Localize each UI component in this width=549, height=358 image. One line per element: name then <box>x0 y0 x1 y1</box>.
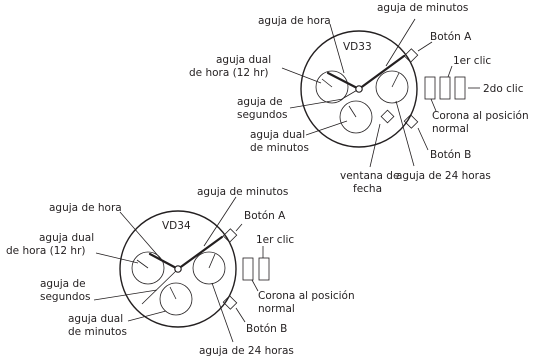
model-label-vd33: VD33 <box>343 41 372 53</box>
subdial-24hr-vd34 <box>192 251 226 285</box>
label-seconds-1-vd34: aguja de <box>40 278 86 290</box>
label-1st-click-vd34: 1er clic <box>256 234 294 246</box>
label-seconds-2-vd34: segundos <box>40 291 90 303</box>
label-minute-hand-vd34: aguja de minutos <box>197 186 288 198</box>
crown-normal-vd34 <box>242 257 254 281</box>
minute-hand-vd34 <box>176 235 224 271</box>
label-button-b-vd34: Botón B <box>246 323 287 335</box>
subdial-24hr-vd33 <box>375 70 409 104</box>
hour-hand-vd33 <box>326 71 361 91</box>
label-1st-click-vd33: 1er clic <box>453 55 491 67</box>
label-hour-hand-vd33: aguja de hora <box>258 15 331 27</box>
hour-hand-vd34 <box>148 252 180 271</box>
button-a-vd34 <box>222 228 238 243</box>
watch-vd34: VD34 aguja de hora aguja de minutos ag <box>6 186 355 357</box>
hand-24h-vd34 <box>208 253 216 269</box>
label-crown-2-vd34: normal <box>258 303 295 315</box>
dual-minute-hand-vd33 <box>348 105 357 118</box>
label-date-1-vd33: ventana de <box>340 170 399 182</box>
subdial-12hr-vd34 <box>131 251 165 285</box>
crown-1st-click-vd33 <box>439 76 451 100</box>
label-seconds-1-vd33: aguja de <box>237 96 283 108</box>
button-b-vd34 <box>222 295 238 310</box>
dual-hour-hand-vd34 <box>136 259 149 269</box>
label-dual-min-1-vd33: aguja dual <box>250 129 305 141</box>
center-pin-vd34 <box>174 265 182 273</box>
button-b-vd33 <box>403 114 419 129</box>
dual-minute-hand-vd34 <box>169 286 177 300</box>
date-window-vd33 <box>380 109 395 124</box>
watch-case-vd34 <box>119 210 237 328</box>
button-a-vd33 <box>403 48 419 63</box>
label-24h-vd33: aguja de 24 horas <box>396 170 491 182</box>
label-dual-hour-1-vd33: aguja dual <box>216 54 271 66</box>
center-pin-vd33 <box>355 85 363 93</box>
crown-2nd-click-vd33 <box>454 76 466 100</box>
watch-case-vd33 <box>300 30 418 148</box>
label-date-2-vd33: fecha <box>353 183 382 195</box>
label-crown-1-vd34: Corona al posición <box>258 290 355 302</box>
crown-normal-vd33 <box>424 76 436 100</box>
subdial-minutes-vd34 <box>159 282 193 316</box>
label-crown-1-vd33: Corona al posición <box>432 110 529 122</box>
label-dual-min-2-vd33: de minutos <box>250 142 309 154</box>
seconds-hand-vd34 <box>141 268 179 305</box>
label-dual-min-2-vd34: de minutos <box>68 326 127 338</box>
minute-hand-vd33 <box>357 54 406 91</box>
label-button-a-vd34: Botón A <box>244 210 286 222</box>
hand-24h-vd33 <box>391 72 400 88</box>
subdial-12hr-vd33 <box>315 70 349 104</box>
label-dual-hour-2-vd34: de hora (12 hr) <box>6 245 86 257</box>
label-dual-hour-2-vd33: de hora (12 hr) <box>189 67 269 79</box>
label-24h-vd34: aguja de 24 horas <box>199 345 294 357</box>
dual-hour-hand-vd33 <box>321 78 333 88</box>
label-button-b-vd33: Botón B <box>430 149 471 161</box>
label-dual-min-1-vd34: aguja dual <box>68 313 123 325</box>
crown-1st-click-vd34 <box>258 257 270 281</box>
subdial-minutes-vd33 <box>339 100 373 134</box>
label-hour-hand-vd34: aguja de hora <box>49 202 122 214</box>
model-label-vd34: VD34 <box>162 220 191 232</box>
label-crown-2-vd33: normal <box>432 123 469 135</box>
label-seconds-2-vd33: segundos <box>237 109 287 121</box>
label-dual-hour-1-vd34: aguja dual <box>39 232 94 244</box>
watch-vd33: VD33 aguja de hora <box>189 2 529 195</box>
label-2nd-click-vd33: 2do clic <box>483 83 524 95</box>
label-button-a-vd33: Botón A <box>430 31 472 43</box>
label-minute-hand-vd33: aguja de minutos <box>377 2 468 14</box>
